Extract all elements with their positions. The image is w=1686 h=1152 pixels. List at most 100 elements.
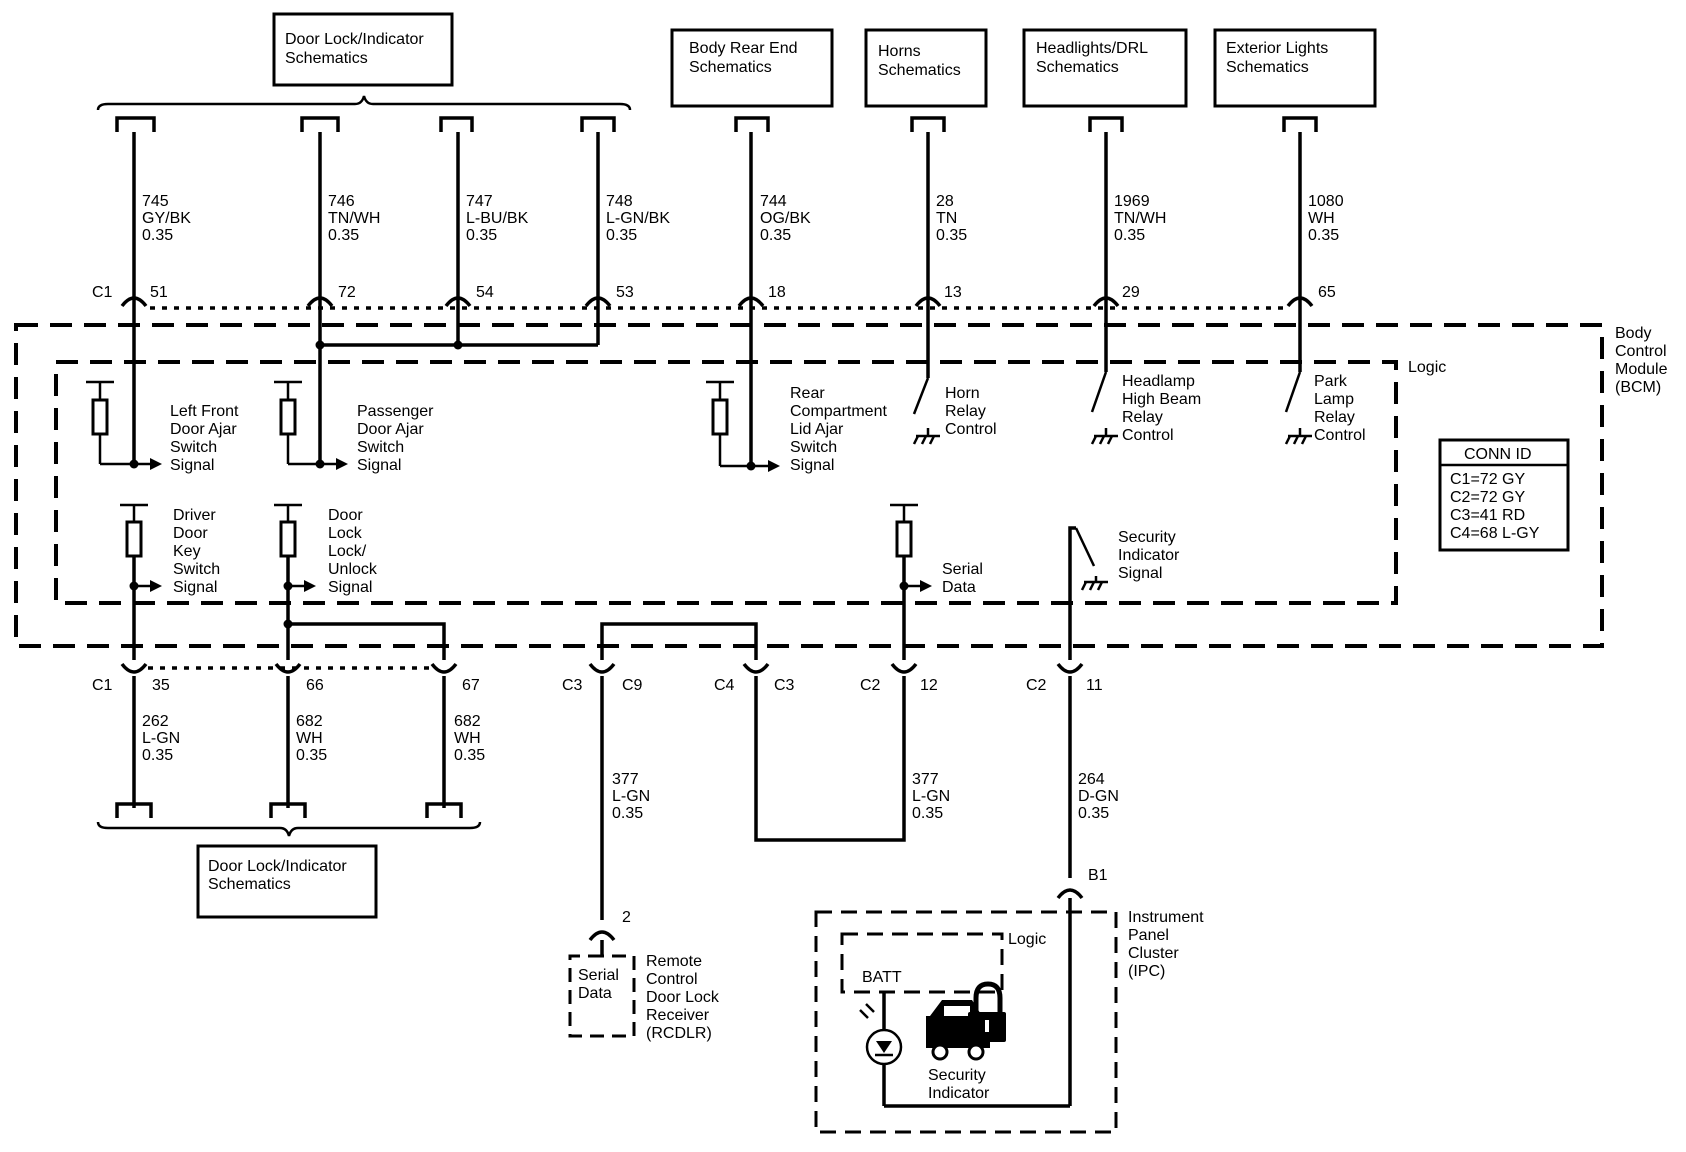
svg-text:Horn: Horn <box>945 385 980 402</box>
svg-text:0.35: 0.35 <box>328 227 359 244</box>
ref-door-lock-bottom[interactable]: Door Lock/Indicator Schematics <box>196 844 378 919</box>
svg-text:C2: C2 <box>1026 677 1047 694</box>
wire-circuit: 746 <box>328 193 355 210</box>
pin-number: 54 <box>476 284 494 301</box>
svg-text:C4: C4 <box>714 677 735 694</box>
conn-id-line: C2=72 GY <box>1450 489 1525 506</box>
svg-text:Security: Security <box>1118 529 1176 546</box>
svg-text:682: 682 <box>296 713 323 730</box>
svg-text:Security: Security <box>928 1067 986 1084</box>
svg-text:Unlock: Unlock <box>328 561 378 578</box>
ref-line: Schematics <box>285 50 368 67</box>
conn-id-title: CONN ID <box>1464 446 1532 463</box>
bcm-upper-labels: Left Front Door Ajar Switch Signal Passe… <box>170 373 1366 474</box>
wire-color: TN/WH <box>1114 210 1166 227</box>
pin-number: 65 <box>1318 284 1336 301</box>
bottom-connector-labels: C1 35 66 67 C3 C9 C4 C3 C2 12 C2 11 <box>92 677 1103 694</box>
top-wire-labels: 745 GY/BK 0.35 51 746 TN/WH 0.35 72 747 … <box>142 193 1344 301</box>
conn-id-table: CONN ID C1=72 GY C2=72 GY C3=41 RD C4=68… <box>1438 438 1570 552</box>
wire-gauge: 0.35 <box>1308 227 1339 244</box>
wire-circuit: 745 <box>142 193 169 210</box>
svg-text:GY/BK: GY/BK <box>142 210 191 227</box>
svg-text:WH: WH <box>1308 210 1335 227</box>
svg-text:Indicator: Indicator <box>928 1085 990 1102</box>
svg-text:(BCM): (BCM) <box>1615 379 1661 396</box>
svg-text:12: 12 <box>920 677 938 694</box>
svg-text:Passenger: Passenger <box>357 403 434 420</box>
ref-body-rear-end[interactable]: Body Rear End Schematics <box>670 28 834 108</box>
svg-text:Switch: Switch <box>170 439 217 456</box>
svg-text:Door: Door <box>328 507 363 524</box>
svg-text:Park: Park <box>1314 373 1348 390</box>
svg-text:Schematics: Schematics <box>208 876 291 893</box>
svg-text:L-BU/BK: L-BU/BK <box>466 210 529 227</box>
svg-text:Control: Control <box>945 421 997 438</box>
svg-text:0.35: 0.35 <box>1114 227 1145 244</box>
top-connector-label: C1 <box>92 284 113 301</box>
ipc-batt-label: BATT <box>862 969 902 986</box>
svg-text:Schematics: Schematics <box>689 59 772 76</box>
wire-gauge: 0.35 <box>760 227 791 244</box>
svg-text:Data: Data <box>578 985 612 1002</box>
ref-line: Schematics <box>1036 59 1119 76</box>
svg-text:Body: Body <box>1615 325 1651 342</box>
svg-text:Control: Control <box>1314 427 1366 444</box>
svg-text:28: 28 <box>936 193 954 210</box>
brace-top <box>96 95 632 111</box>
svg-text:Receiver: Receiver <box>646 1007 710 1024</box>
bcm-logic-label: Logic <box>1408 359 1446 376</box>
svg-text:Headlights/DRL: Headlights/DRL <box>1036 40 1148 57</box>
svg-text:Instrument: Instrument <box>1128 909 1204 926</box>
conn-id-line: C1=72 GY <box>1450 471 1525 488</box>
svg-text:WH: WH <box>296 730 323 747</box>
svg-text:745: 745 <box>142 193 169 210</box>
svg-text:Lock/: Lock/ <box>328 543 367 560</box>
svg-text:Signal: Signal <box>170 457 214 474</box>
ref-horns[interactable]: Horns Schematics <box>864 28 988 108</box>
svg-text:Door Ajar: Door Ajar <box>357 421 424 438</box>
svg-text:67: 67 <box>462 677 480 694</box>
svg-text:(RCDLR): (RCDLR) <box>646 1025 712 1042</box>
ipc-indicator-label: Security <box>928 1067 986 1084</box>
bcm-internal-upper <box>86 371 1312 472</box>
wire-gauge: 0.35 <box>1114 227 1145 244</box>
svg-text:TN/WH: TN/WH <box>1114 210 1166 227</box>
bcm-lower-labels: Driver Door Key Switch Signal Door Lock … <box>173 507 1180 596</box>
svg-text:Body Rear End: Body Rear End <box>689 40 798 57</box>
ref-door-lock-top[interactable]: Door Lock/Indicator Schematics <box>272 12 454 87</box>
conn-id-line: C4=68 L-GY <box>1450 525 1540 542</box>
svg-text:C1: C1 <box>92 677 113 694</box>
wire-color: L-GN/BK <box>606 210 670 227</box>
svg-text:(IPC): (IPC) <box>1128 963 1165 980</box>
svg-text:0.35: 0.35 <box>296 747 327 764</box>
ref-headlights-drl[interactable]: Headlights/DRL Schematics <box>1022 28 1188 108</box>
brace-bottom <box>96 821 482 837</box>
svg-text:Door Ajar: Door Ajar <box>170 421 237 438</box>
svg-text:747: 747 <box>466 193 493 210</box>
svg-text:Door: Door <box>173 525 208 542</box>
svg-text:0.35: 0.35 <box>142 227 173 244</box>
svg-text:0.35: 0.35 <box>466 227 497 244</box>
wire-color: TN/WH <box>328 210 380 227</box>
svg-text:Signal: Signal <box>357 457 401 474</box>
svg-text:0.35: 0.35 <box>936 227 967 244</box>
ipc-indicator-label: Indicator <box>928 1085 990 1102</box>
svg-text:Relay: Relay <box>945 403 986 420</box>
svg-text:0.35: 0.35 <box>760 227 791 244</box>
wire-circuit: 748 <box>606 193 633 210</box>
svg-text:TN: TN <box>936 210 957 227</box>
svg-text:C3: C3 <box>562 677 583 694</box>
svg-text:L-GN: L-GN <box>612 788 650 805</box>
ref-line: Body Rear End <box>689 40 798 57</box>
svg-text:TN/WH: TN/WH <box>328 210 380 227</box>
svg-text:Signal: Signal <box>790 457 834 474</box>
svg-text:Schematics: Schematics <box>1226 59 1309 76</box>
svg-text:Control: Control <box>1122 427 1174 444</box>
ref-line: Exterior Lights <box>1226 40 1328 57</box>
svg-text:Door Lock/Indicator: Door Lock/Indicator <box>208 858 347 875</box>
ipc-logic-label: Logic <box>1008 931 1046 948</box>
svg-text:Control: Control <box>1615 343 1667 360</box>
svg-text:Cluster: Cluster <box>1128 945 1179 962</box>
ref-exterior-lights[interactable]: Exterior Lights Schematics <box>1213 28 1377 108</box>
